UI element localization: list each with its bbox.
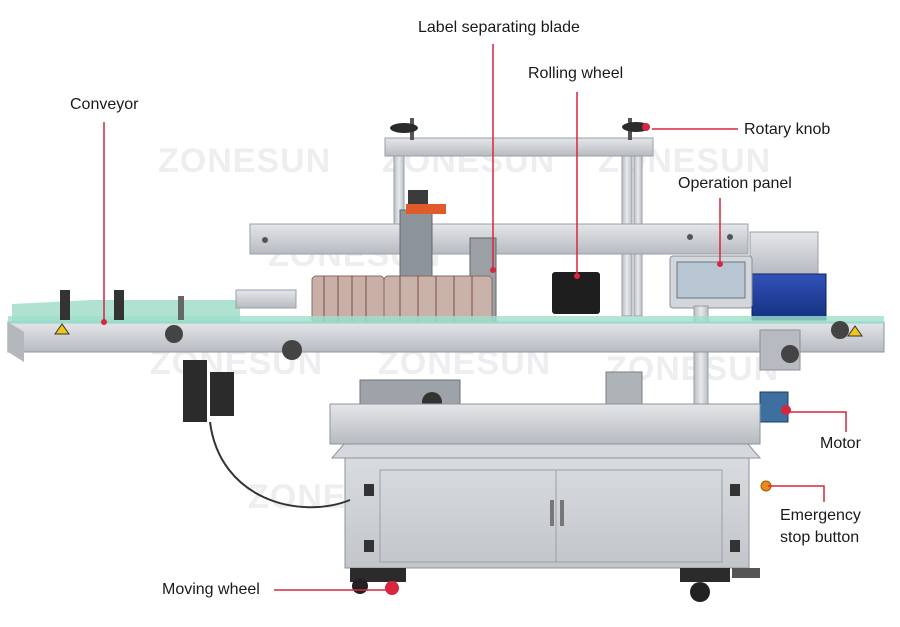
rotary-knob-icon — [390, 122, 650, 133]
cable — [209, 421, 351, 509]
watermark: ZONESUN — [158, 142, 332, 180]
rolling-wheel — [552, 272, 600, 314]
operation-panel — [669, 255, 753, 407]
upper-bridge — [249, 223, 819, 275]
emergency-stop-label-line1: Emergency — [780, 507, 861, 524]
rolling-wheel-label: Rolling wheel — [528, 65, 624, 82]
conveyor — [7, 290, 885, 362]
callout-lines — [103, 44, 847, 591]
bottles — [311, 275, 493, 325]
left-motor — [183, 289, 297, 422]
motor-label: Motor — [820, 435, 861, 452]
emergency-stop-label-line2: stop button — [780, 529, 860, 546]
operation-panel-label: Operation panel — [678, 175, 792, 192]
cabinet-base — [329, 403, 772, 569]
moving-wheel-label: Moving wheel — [162, 581, 260, 598]
electrical-box — [751, 273, 827, 321]
conveyor-label: Conveyor — [70, 96, 139, 113]
motor — [759, 329, 801, 423]
rotary-knob-label: Rotary knob — [744, 121, 831, 138]
label-separating-blade-label: Label separating blade — [418, 19, 580, 36]
callout-dots — [101, 261, 723, 593]
moving-wheel-icon — [350, 568, 760, 602]
